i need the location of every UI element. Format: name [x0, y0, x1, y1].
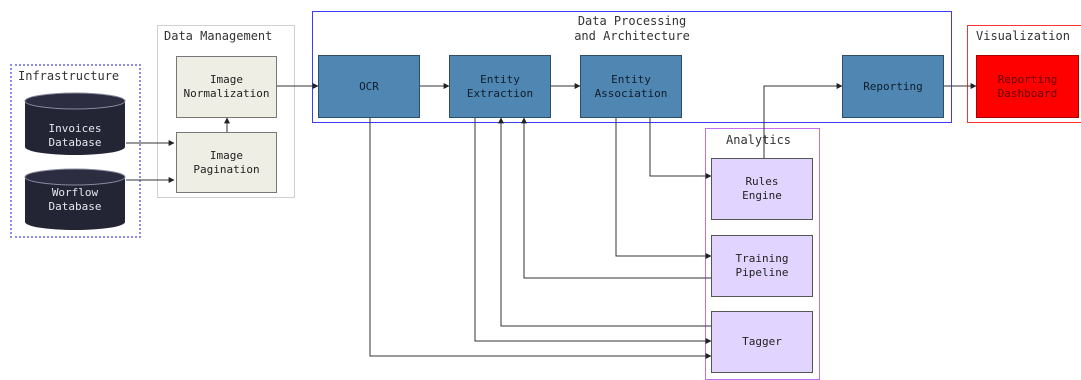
visualization-label: Visualization: [976, 29, 1070, 43]
reporting-dashboard-node[interactable]: Reporting Dashboard: [976, 55, 1079, 118]
image-normalization-node[interactable]: Image Normalization: [176, 56, 277, 118]
image-pagination-node[interactable]: Image Pagination: [176, 132, 277, 193]
data-management-group: Data Management: [157, 25, 295, 198]
workflow-db-line2: Database: [49, 200, 102, 213]
edge-rules-reporting: [763, 83, 843, 158]
entity-extraction-node[interactable]: Entity Extraction: [449, 55, 551, 118]
edge-association-rules: [649, 118, 712, 179]
workflow-db-line1: Worflow: [52, 186, 99, 199]
invoices-db-line2: Database: [49, 136, 102, 149]
invoices-db-line1: Invoices: [49, 122, 102, 135]
analytics-label: Analytics: [726, 133, 792, 147]
visualization-group: Visualization: [967, 25, 1081, 123]
data-processing-label: Data Processing and Architecture: [574, 14, 690, 43]
edge-ocr-tagger: [369, 118, 712, 359]
data-management-label: Data Management: [164, 29, 273, 43]
training-pipeline-node[interactable]: Training Pipeline: [711, 235, 813, 297]
infrastructure-group: Infrastructure: [10, 64, 141, 238]
edge-association-training: [615, 118, 712, 259]
infrastructure-label: Infrastructure: [18, 69, 120, 83]
edge-training-extraction: [521, 117, 711, 279]
rules-engine-node[interactable]: Rules Engine: [711, 158, 813, 220]
entity-association-node[interactable]: Entity Association: [580, 55, 682, 118]
reporting-node[interactable]: Reporting: [842, 55, 944, 118]
workflow-database-icon[interactable]: Worflow Database: [24, 168, 126, 230]
edge-tagger-extraction: [498, 117, 711, 327]
ocr-node[interactable]: OCR: [318, 55, 420, 118]
data-processing-group: Data Processing and Architecture: [312, 11, 952, 123]
edge-extraction-tagger: [474, 118, 712, 344]
tagger-node[interactable]: Tagger: [711, 311, 813, 373]
invoices-database-icon[interactable]: Invoices Database: [24, 92, 126, 155]
